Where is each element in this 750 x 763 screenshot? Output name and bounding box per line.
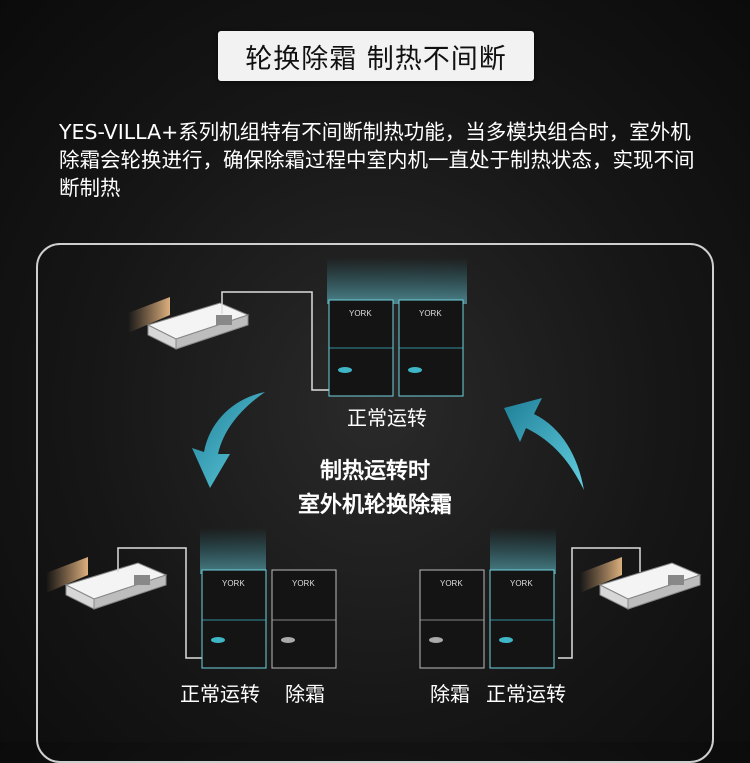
top-indoor-unit-icon [128, 297, 250, 350]
svg-text:YORK: YORK [419, 309, 442, 318]
bottom-right-pipe-line [558, 547, 641, 659]
bottom-left-outdoor-unit-icon: YORK YORK [200, 528, 337, 669]
bottom-left-status-defrost: 除霜 [285, 682, 325, 706]
center-caption-line2: 室外机轮换除霜 [297, 493, 452, 518]
bottom-left-pipe-line [117, 547, 203, 659]
description-text: YES-VILLA+系列机组特有不间断制热功能，当多模块组合时，室外机除霜会轮换… [59, 120, 695, 200]
rotate-arrow-right-icon [504, 398, 584, 490]
svg-text:YORK: YORK [349, 309, 372, 318]
svg-text:YORK: YORK [510, 579, 533, 588]
page-title: 轮换除霜 制热不间断 [218, 31, 534, 81]
center-caption-line1: 制热运转时 [319, 459, 430, 484]
rotate-arrow-left-icon [192, 392, 265, 488]
bottom-right-indoor-unit-icon [580, 557, 702, 610]
top-pipe-line [221, 291, 330, 391]
svg-text:YORK: YORK [222, 579, 245, 588]
center-caption: 制热运转时 室外机轮换除霜 [225, 455, 525, 523]
bottom-left-indoor-unit-icon [46, 557, 168, 610]
bottom-right-status-defrost: 除霜 [430, 682, 470, 706]
svg-text:YORK: YORK [292, 579, 315, 588]
bottom-left-status-normal: 正常运转 [180, 682, 260, 706]
top-outdoor-unit-icon: YORK YORK [327, 258, 467, 397]
bottom-right-status-normal: 正常运转 [486, 682, 566, 706]
svg-text:YORK: YORK [440, 579, 463, 588]
bottom-right-outdoor-unit-icon: YORK YORK [419, 528, 556, 669]
top-status-label: 正常运转 [347, 406, 427, 430]
